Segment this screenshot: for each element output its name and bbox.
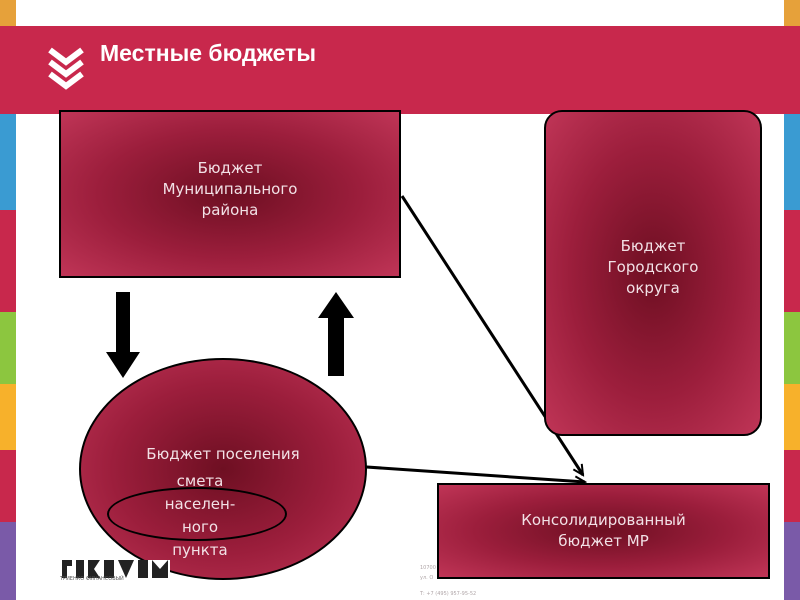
budget-settlement-label: Бюджет поселения (146, 445, 300, 463)
chevron-down-icon (48, 47, 84, 90)
up-arrow (318, 292, 354, 376)
decor-stripe-left (0, 0, 16, 600)
smeta-ellipse (107, 487, 287, 541)
footer-address-1: 10700 (420, 565, 436, 571)
decor-stripe-right (784, 0, 800, 600)
arrow-settlement-to-consolidated (351, 464, 585, 482)
smeta-label: смета населен- ного пункта (164, 472, 236, 559)
consolidated-budget-box: Консолидированный бюджет МР (437, 483, 770, 579)
header-band (0, 26, 800, 114)
budget-mr-box: Бюджет Муниципального района (59, 110, 401, 278)
footer-phone: Т: +7 (495) 957-95-52 (420, 591, 477, 597)
budget-mr-label: Бюджет Муниципального района (162, 158, 298, 219)
budget-go-box: Бюджет Городского округа (544, 110, 762, 436)
budget-settlement-ellipse (79, 358, 367, 580)
consolidated-budget-label: Консолидированный бюджет МР (521, 511, 686, 550)
footer-address-2: ул. О (420, 575, 434, 581)
budget-go-label: Бюджет Городского округа (607, 236, 699, 297)
logo (60, 560, 170, 578)
down-arrow (106, 292, 140, 378)
page-title: Местные бюджеты (100, 40, 316, 66)
logo-caption: ТРИЕНКО ФИНАНСОВЫЙ (60, 576, 124, 582)
